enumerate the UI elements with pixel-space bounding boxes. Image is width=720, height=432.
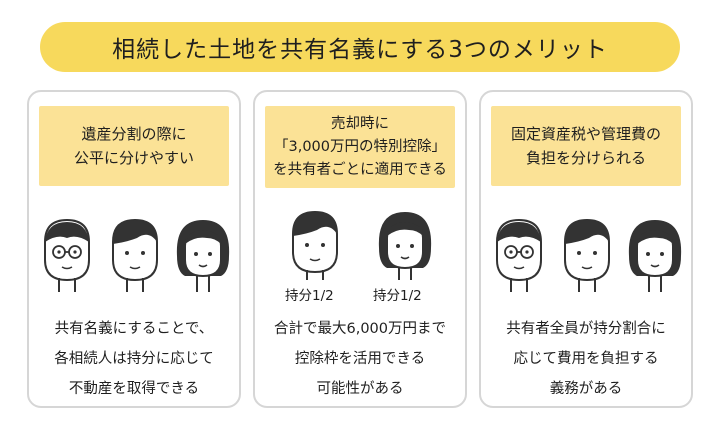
card-description-line: 不動産を取得できる: [68, 381, 200, 397]
man-with-glasses-icon: [496, 218, 542, 292]
share-label: 持分1/2: [373, 288, 422, 304]
co-owners-illustration: [481, 202, 691, 302]
man-with-glasses-icon: [44, 218, 90, 292]
card-description-line: 義務がある: [549, 381, 623, 397]
man-icon: [292, 210, 338, 280]
woman-icon: [378, 212, 432, 280]
card-heading-line: 売却時に: [331, 115, 389, 132]
share-label: 持分1/2: [285, 288, 334, 304]
merit-card-shared-costs: 固定資産税や管理費の 負担を分けられる: [479, 90, 693, 408]
woman-icon: [176, 220, 230, 292]
card-heading-line: 遺産分割の際に: [81, 125, 187, 143]
card-description-line: 応じて費用を負担する: [513, 351, 659, 367]
card-heading-line: 公平に分けやすい: [73, 149, 194, 167]
card-description-line: 各相続人は持分に応じて: [54, 351, 214, 367]
card-heading: 遺産分割の際に 公平に分けやすい: [39, 106, 229, 186]
card-description: 共有者全員が持分割合に 応じて費用を負担する 義務がある: [481, 314, 691, 404]
man-icon: [112, 218, 158, 292]
card-description-line: 可能性がある: [316, 381, 404, 397]
co-owners-illustration: 持分1/2 持分1/2: [255, 202, 465, 304]
card-heading-line: 負担を分けられる: [525, 149, 646, 167]
card-heading: 売却時に 「3,000万円の特別控除」 を共有者ごとに適用できる: [265, 106, 455, 188]
card-heading-line: 固定資産税や管理費の: [510, 125, 661, 143]
woman-icon: [628, 220, 682, 292]
card-description: 合計で最大6,000万円まで 控除枠を活用できる 可能性がある: [255, 314, 465, 404]
card-heading: 固定資産税や管理費の 負担を分けられる: [491, 106, 681, 186]
card-description-line: 共有者全員が持分割合に: [506, 321, 666, 337]
card-heading-line: を共有者ごとに適用できる: [273, 161, 447, 178]
man-icon: [564, 218, 610, 292]
card-description: 共有名義にすることで、 各相続人は持分に応じて 不動産を取得できる: [29, 314, 239, 404]
card-description-line: 合計で最大6,000万円まで: [273, 321, 446, 337]
page-title: 相続した土地を共有名義にする3つのメリット: [40, 22, 680, 72]
card-description-line: 控除枠を活用できる: [294, 351, 426, 367]
card-heading-line: 「3,000万円の特別控除」: [273, 138, 446, 155]
heirs-illustration: [29, 202, 239, 302]
merit-card-special-deduction: 売却時に 「3,000万円の特別控除」 を共有者ごとに適用できる 持分1/2 持…: [253, 90, 467, 408]
card-description-line: 共有名義にすることで、: [54, 321, 214, 337]
merit-card-fair-division: 遺産分割の際に 公平に分けやすい: [27, 90, 241, 408]
